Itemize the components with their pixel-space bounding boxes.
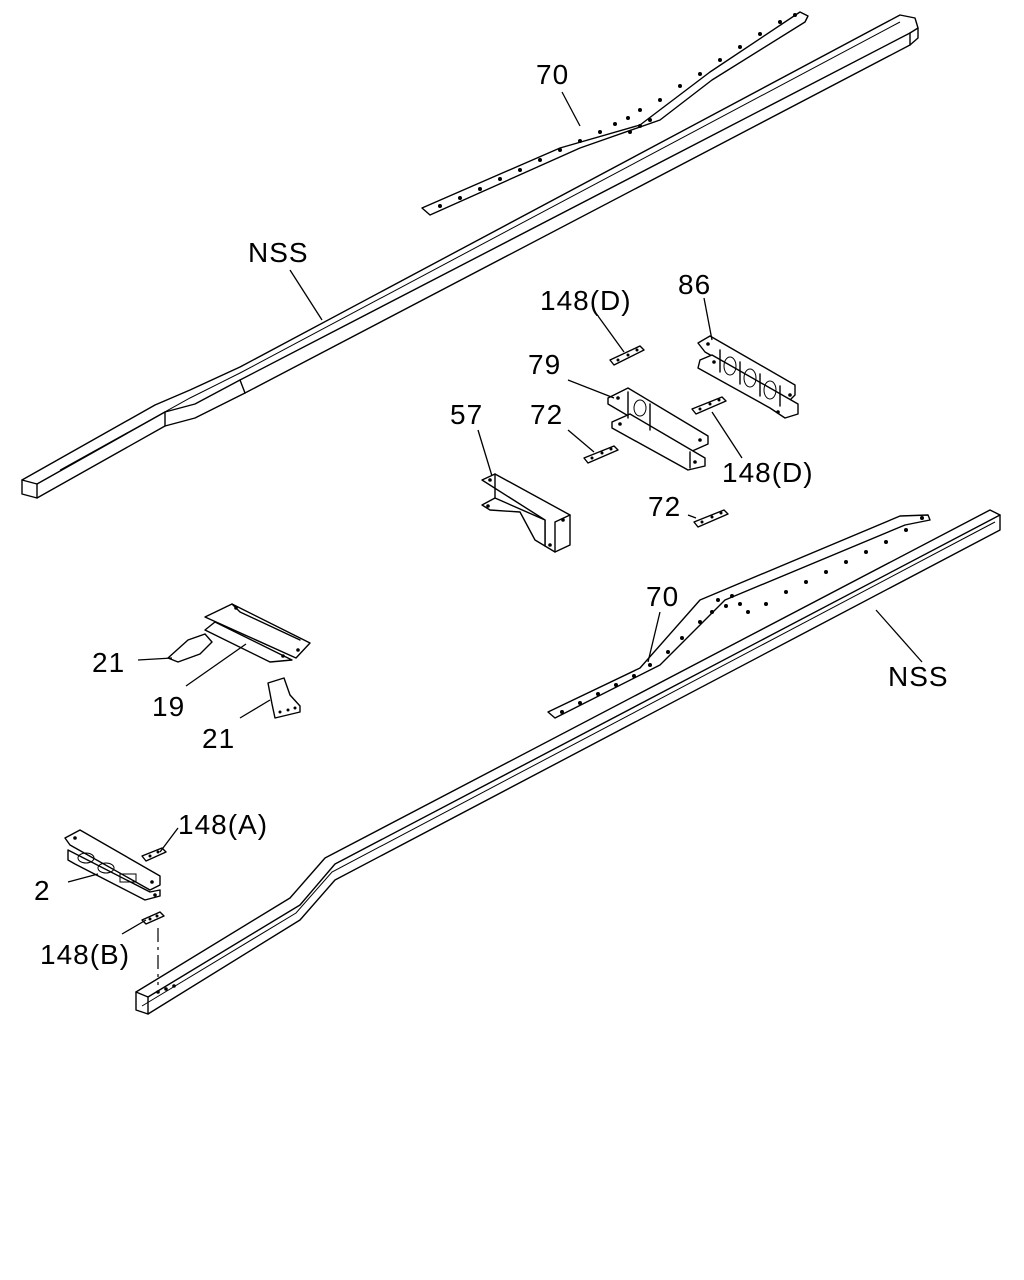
plate-148d-right: [691, 396, 727, 415]
label-148b: 148(B): [40, 939, 130, 970]
crossmember-2: [64, 829, 161, 901]
label-86: 86: [678, 269, 711, 300]
upper-side-rail: [21, 14, 919, 499]
crossmember-19: [204, 603, 311, 663]
label-2: 2: [34, 875, 51, 906]
lower-side-rail: [135, 509, 1001, 1015]
label-21-top: 21: [92, 647, 125, 678]
bracket-21-top: [167, 633, 213, 663]
leader-lines: [67, 91, 923, 935]
rail-end-holes: [156, 984, 176, 994]
crossmember-86: [697, 335, 799, 419]
crossmember-79: [607, 387, 709, 471]
label-70-upper: 70: [536, 59, 569, 90]
label-148a: 148(A): [178, 809, 268, 840]
label-57: 57: [450, 399, 483, 430]
label-nss-upper: NSS: [248, 237, 309, 268]
bracket-21-bottom: [267, 677, 301, 719]
plate-148d-top: [609, 345, 645, 366]
plate-148b: [141, 911, 165, 925]
label-nss-lower: NSS: [888, 661, 949, 692]
label-70-lower: 70: [646, 581, 679, 612]
lower-reinforcement: [547, 514, 931, 719]
label-79: 79: [528, 349, 561, 380]
plate-72-right: [693, 509, 729, 528]
label-72-left: 72: [530, 399, 563, 430]
crossmember-57: [481, 473, 571, 553]
upper-reinforcement: [421, 11, 809, 216]
label-19: 19: [152, 691, 185, 722]
label-148d-right: 148(D): [722, 457, 814, 488]
plate-148a: [141, 847, 167, 862]
label-72-right: 72: [648, 491, 681, 522]
label-148d-top: 148(D): [540, 285, 632, 316]
plate-72-left: [583, 445, 619, 464]
label-21-bottom: 21: [202, 723, 235, 754]
